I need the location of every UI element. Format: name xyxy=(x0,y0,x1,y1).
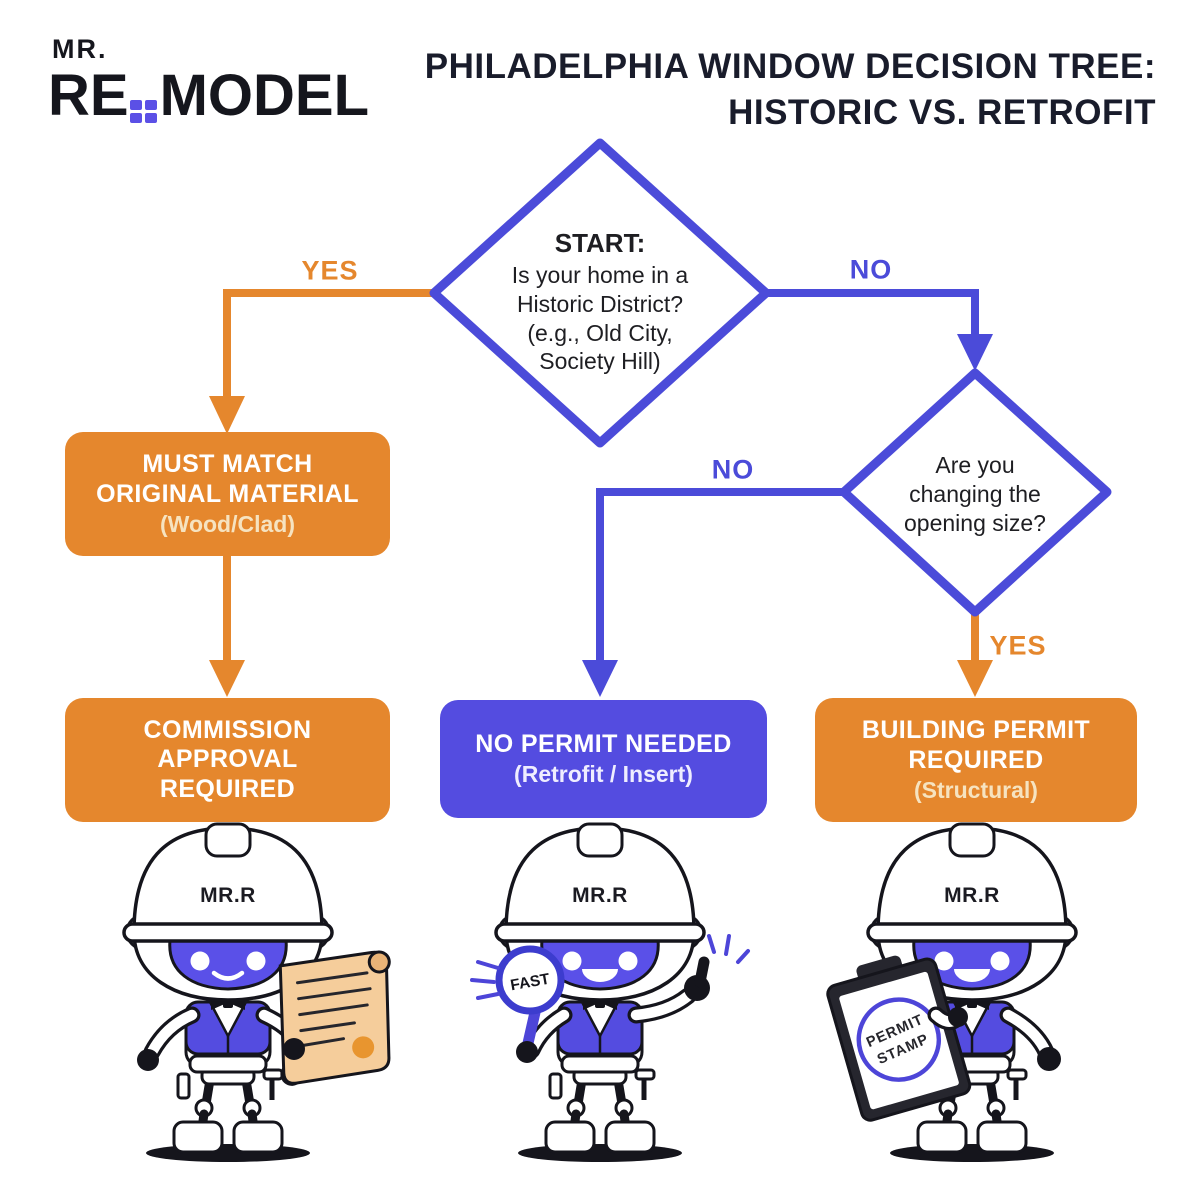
outcome-box-must-match: MUST MATCH ORIGINAL MATERIAL (Wood/Clad) xyxy=(65,432,390,556)
edge-label-yes-1: YES xyxy=(301,255,359,286)
edge-label-yes-2: YES xyxy=(989,630,1047,661)
seal-icon xyxy=(352,1036,375,1059)
box-subtitle: (Retrofit / Insert) xyxy=(514,761,693,788)
outcome-box-no-permit: NO PERMIT NEEDED (Retrofit / Insert) xyxy=(440,700,767,818)
arrowhead-down-icon xyxy=(957,334,993,371)
box-title: BUILDING PERMIT REQUIRED xyxy=(861,716,1091,774)
logo-part2: MODEL xyxy=(159,63,370,128)
edge-yes-historic xyxy=(209,289,433,434)
start-heading: START: xyxy=(554,228,646,258)
box-subtitle: (Wood/Clad) xyxy=(160,511,295,537)
edge-no-historic xyxy=(766,289,993,371)
edge-yes-structural xyxy=(957,614,993,697)
edge-material-to-commission xyxy=(209,556,245,697)
decision-opening-size-text: Are you changing the opening size? xyxy=(904,452,1046,536)
speed-lines-icon xyxy=(470,960,500,1000)
page-title: PHILADELPHIA WINDOW DECISION TREE: HISTO… xyxy=(424,47,1156,133)
edge-no-opening-size xyxy=(582,488,845,697)
stamp-circle-icon xyxy=(856,997,942,1082)
decision-start-text: START: Is your home in a Historic Distri… xyxy=(475,228,725,376)
thumbs-up-icon xyxy=(684,934,750,1001)
magnifier-label: FAST xyxy=(509,971,551,995)
box-title: MUST MATCH ORIGINAL MATERIAL xyxy=(96,450,359,508)
edge-label-no-1: NO xyxy=(849,254,893,285)
decision-diamond-start xyxy=(429,138,771,448)
box-title: COMMISSION APPROVAL REQUIRED xyxy=(143,715,312,803)
box-subtitle: (Structural) xyxy=(914,777,1038,803)
mascot-robot-commission: MR.R xyxy=(58,812,398,1164)
mascot-robot-fast: MR.R FAST xyxy=(430,812,770,1164)
mascot-robot-permit: MR.R PERMIT STAMP xyxy=(802,812,1142,1164)
arrowhead-down-icon xyxy=(209,660,245,697)
edge-label-no-2: NO xyxy=(711,454,755,485)
logo-wordmark: RE MODEL xyxy=(48,67,369,125)
window-grid-icon xyxy=(129,100,157,123)
hat-label: MR.R xyxy=(944,884,1000,907)
hat-label: MR.R xyxy=(572,884,628,907)
box-title: NO PERMIT NEEDED xyxy=(475,729,732,758)
brand-logo: MR. RE MODEL xyxy=(48,34,369,125)
arrowhead-down-icon xyxy=(957,660,993,697)
magnifier-icon: FAST xyxy=(470,945,565,1058)
hat-label: MR.R xyxy=(200,884,256,907)
start-question: Is your home in a Historic District? (e.… xyxy=(511,262,689,375)
arrowhead-down-icon xyxy=(209,396,245,434)
sparkle-lines-icon xyxy=(707,934,750,964)
arrowhead-down-icon xyxy=(582,660,618,697)
outcome-box-building-permit: BUILDING PERMIT REQUIRED (Structural) xyxy=(815,698,1137,822)
logo-part1: RE xyxy=(48,63,129,128)
clipboard-icon: PERMIT STAMP xyxy=(826,955,972,1122)
decision-diamond-opening-size xyxy=(839,368,1112,617)
outcome-box-commission-approval: COMMISSION APPROVAL REQUIRED xyxy=(65,698,390,822)
logo-mr-text: MR. xyxy=(52,34,108,64)
scroll-certificate-icon xyxy=(278,950,391,1086)
